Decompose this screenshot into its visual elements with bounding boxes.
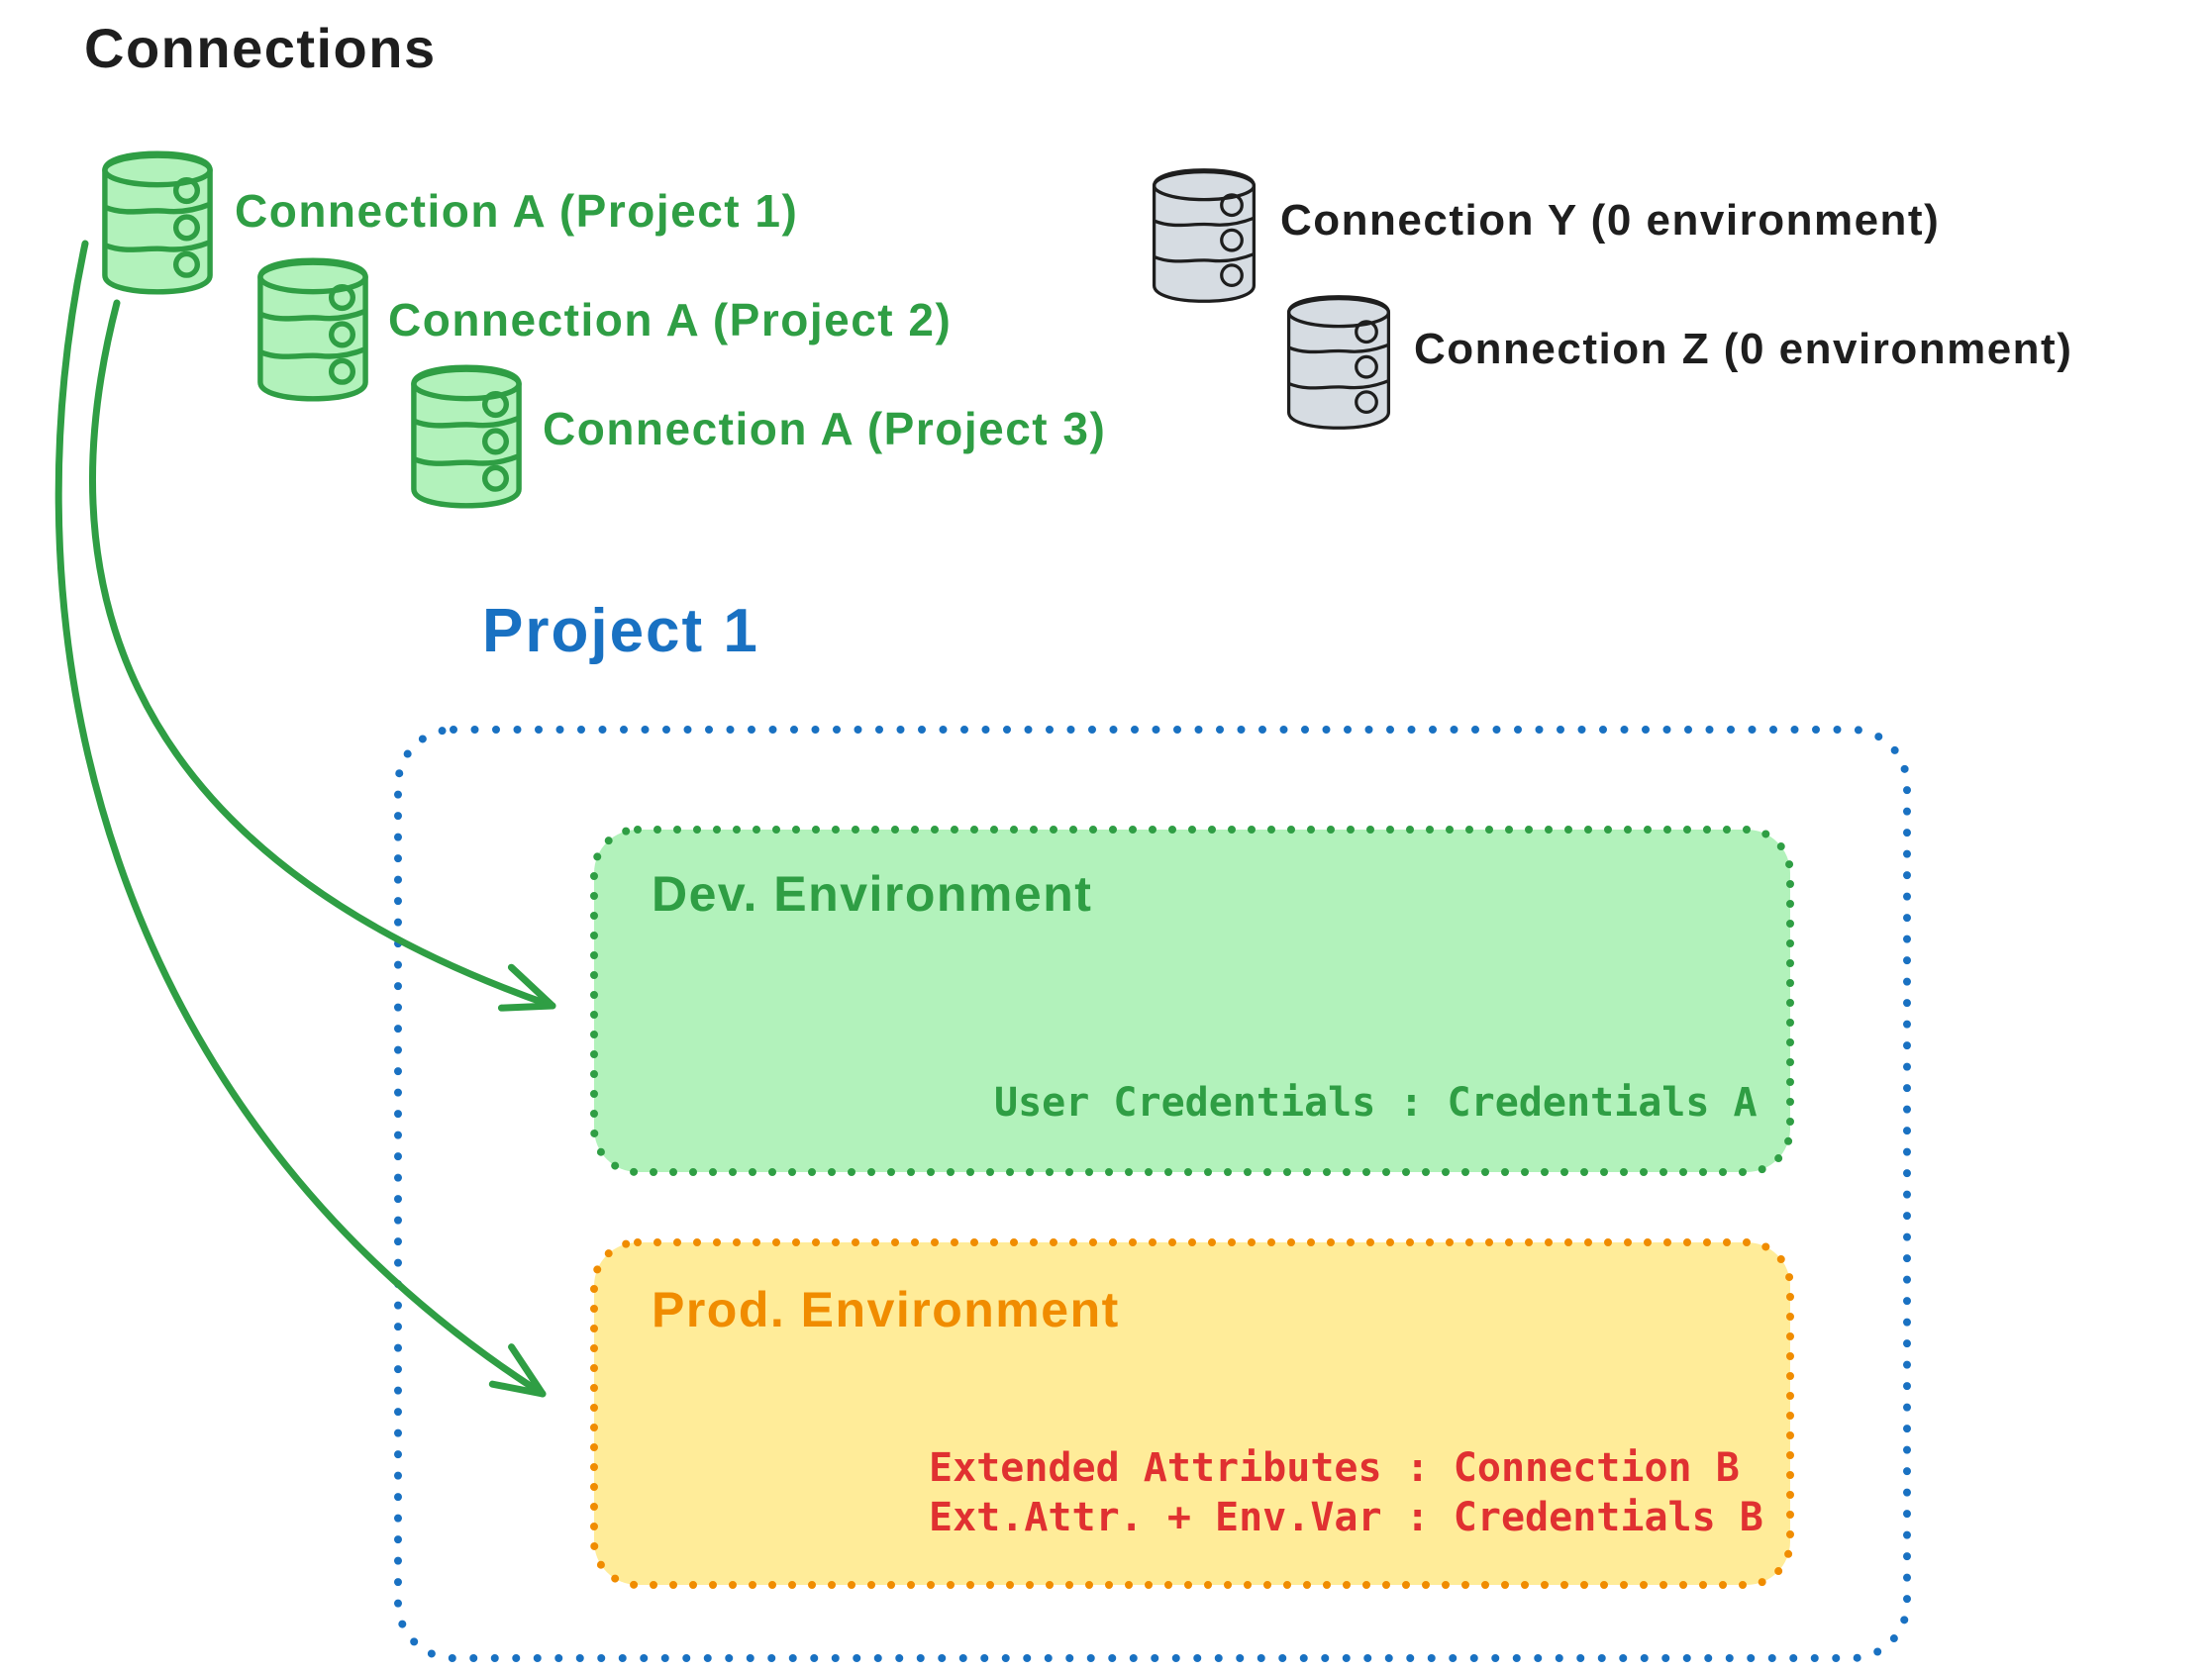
connections-title: Connections [84,17,437,79]
database-icon-connection-z [1289,297,1389,429]
dev-credentials-line: User Credentials : Credentials A [994,1080,1758,1126]
database-icon-connection-y [1155,170,1255,302]
connection-z-label: Connection Z (0 environment) [1414,325,2073,373]
database-icon-connection-a-project-2 [260,260,365,399]
prod-attributes-line: Extended Attributes : Connection B [929,1445,1740,1491]
project-1-title: Project 1 [482,597,759,665]
connection-a-project-1-label: Connection A (Project 1) [235,185,799,237]
prod-credentials-line: Ext.Attr. + Env.Var : Credentials B [929,1495,1763,1540]
arrow-connection-a-to-prod [54,240,547,1398]
prod-environment-title: Prod. Environment [652,1282,1120,1337]
project-1-container-box [394,726,1911,1662]
connection-y-label: Connection Y (0 environment) [1280,196,1941,245]
database-icon-connection-a-project-3 [414,367,519,506]
connection-a-project-3-label: Connection A (Project 3) [543,403,1107,454]
dev-environment-box [590,826,1794,1176]
database-icon-connection-a-project-1 [105,153,210,292]
prod-environment-box [590,1238,1794,1589]
connection-a-project-2-label: Connection A (Project 2) [388,294,953,345]
dev-environment-title: Dev. Environment [652,866,1093,922]
arrow-connection-a-to-dev [89,299,556,1012]
